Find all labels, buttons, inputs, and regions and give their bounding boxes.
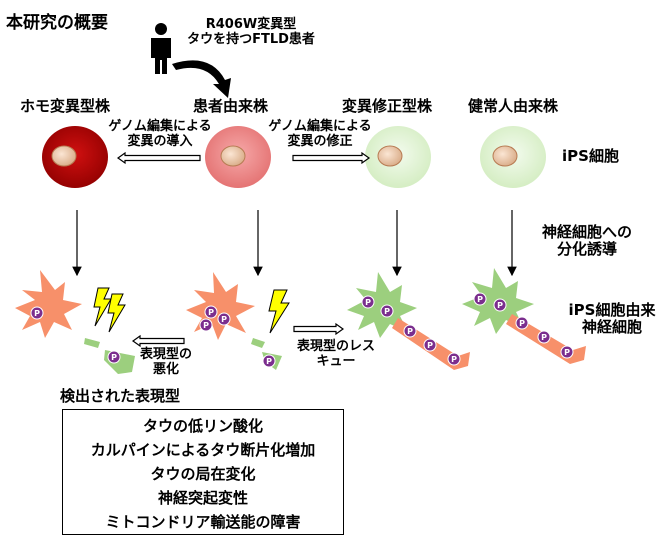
phospho-icon [560,345,574,359]
arrow-correct-mutation [292,151,371,165]
phospho-label: P [221,315,227,324]
label-genome-edit-fix: ゲノム編集による 変異の修正 [268,119,372,149]
phospho-icon [30,306,44,320]
lightning-icon [268,289,290,334]
phenotype-item: ミトコンドリア輸送能の障害 [105,513,301,531]
label-homo: ホモ変異型株 [20,97,111,115]
neuron-corrected: P P P P P [347,272,470,370]
phospho-icon [204,305,218,319]
phospho-label: P [203,321,209,330]
neuron-patient: P P P P [186,272,282,370]
cell-patient [205,126,271,188]
phospho-icon [217,312,231,326]
phospho-label: P [541,333,547,342]
phospho-label: P [477,295,483,304]
phospho-icon [493,298,507,312]
phospho-icon [380,304,394,318]
label-patient: 患者由来株 [193,97,269,115]
phospho-label: P [111,353,117,362]
phospho-label: P [266,357,272,366]
phospho-icon [473,292,487,306]
phospho-icon [447,352,461,366]
neuron-homo: P P [15,270,135,374]
label-ips-neurons: iPS細胞由来 神経細胞 [568,301,656,337]
phenotype-list-box: タウの低リン酸化 カルパインによるタウ断片化増加 タウの局在変化 神経突起変性 … [62,409,344,535]
cell-corrected [365,126,431,188]
label-differentiation: 神経細胞への 分化誘導 [541,223,632,259]
arrow-introduce-mutation [116,151,201,165]
phospho-icon [262,354,276,368]
page-title: 本研究の概要 [6,13,108,33]
phospho-icon [107,350,121,364]
phospho-label: P [564,348,570,357]
phospho-icon [199,318,213,332]
phospho-label: P [427,341,433,350]
phenotype-item: タウの局在変化 [150,465,256,483]
label-phenotype-rescue: 表現型のレス キュー [296,339,375,369]
neuron-healthy: P P P P P [462,268,586,364]
phospho-label: P [34,309,40,318]
label-phenotype-worsen: 表現型の 悪化 [139,347,192,377]
label-genome-edit-intro: ゲノム編集による 変異の導入 [108,119,212,149]
arrow-phenotype-worsen [131,334,185,348]
phenotype-item: 神経突起変性 [157,489,248,507]
phospho-icon [515,316,529,330]
phospho-label: P [208,308,214,317]
phospho-label: P [519,319,525,328]
cell-healthy [480,126,546,188]
phospho-label: P [365,298,371,307]
detected-phenotypes-heading: 検出された表現型 [60,387,181,405]
label-ips-cells: iPS細胞 [562,147,619,165]
phenotype-item: カルパインによるタウ断片化増加 [90,441,316,459]
phospho-label: P [407,327,413,336]
person-icon [151,23,171,74]
arrow-phenotype-rescue [293,322,345,336]
label-healthy: 健常人由来株 [468,97,559,115]
phospho-icon [423,338,437,352]
cell-homo [42,126,108,188]
lightning-icon [93,287,126,333]
label-corrected: 変異修正型株 [342,97,433,115]
phenotype-item: タウの低リン酸化 [142,417,263,435]
patient-label: R406W変異型 タウを持つFTLD患者 [187,17,315,47]
curved-arrow-icon [172,60,231,98]
phospho-icon [537,330,551,344]
phospho-label: P [384,307,390,316]
phospho-icon [361,295,375,309]
phospho-label: P [497,301,503,310]
phospho-label: P [451,355,457,364]
phospho-icon [403,324,417,338]
